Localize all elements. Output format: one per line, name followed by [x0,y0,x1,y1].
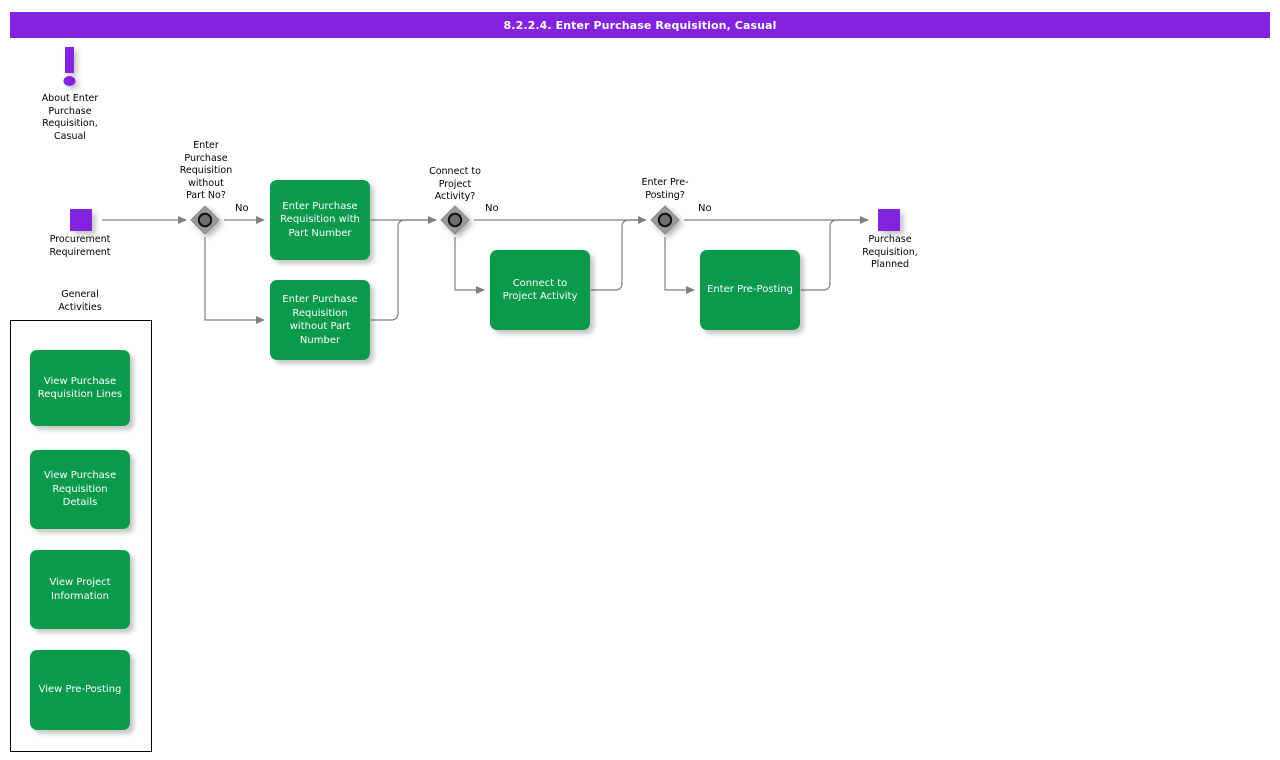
decision-pre-posting-label: Enter Pre- Posting? [641,177,689,201]
activity-pr-with-part-number[interactable]: Enter Purchase Requisition with Part Num… [270,180,370,260]
general-activity-view-project-information[interactable]: View Project Information [30,550,130,629]
decision-part-no-icon[interactable] [190,205,220,235]
edge-decision2-yes [454,237,485,294]
decision-pre-posting-icon[interactable] [650,205,680,235]
general-activity-view-pre-posting[interactable]: View Pre-Posting [30,650,130,730]
general-activity-view-purchase-requisition-details[interactable]: View Purchase Requisition Details [30,450,130,529]
decision-part-no-label: Enter Purchase Requisition without Part … [179,140,233,201]
end-terminator-label: Purchase Requisition, Planned [862,234,918,270]
edge-project-activity-rejoin [591,219,646,291]
start-terminator-procurement-requirement[interactable] [70,209,92,231]
decision-pre-posting-branch-no: No [698,203,712,214]
edge-decision3-yes [664,237,695,294]
decision-project-activity-branch-no: No [485,203,499,214]
general-activity-view-purchase-requisition-lines[interactable]: View Purchase Requisition Lines [30,350,130,426]
decision-project-activity-icon[interactable] [440,205,470,235]
edge-without-part-to-decision2 [371,219,436,321]
general-activities-frame [10,320,152,752]
edge-decision1-yes [204,237,265,324]
activity-enter-pre-posting[interactable]: Enter Pre-Posting [700,250,800,330]
decision-part-no-branch-no: No [235,203,249,214]
note-label: About Enter Purchase Requisition, Casual [41,93,99,142]
start-terminator-label: Procurement Requirement [49,234,111,258]
decision-project-activity-label: Connect to Project Activity? [429,166,481,202]
exclamation-icon [63,47,76,86]
page-title: 8.2.2.4. Enter Purchase Requisition, Cas… [10,12,1270,38]
general-activities-title: General Activities [58,289,102,313]
activity-connect-to-project-activity[interactable]: Connect to Project Activity [490,250,590,330]
activity-pr-without-part-number[interactable]: Enter Purchase Requisition without Part … [270,280,370,360]
end-terminator-purchase-requisition-planned[interactable] [878,209,900,231]
